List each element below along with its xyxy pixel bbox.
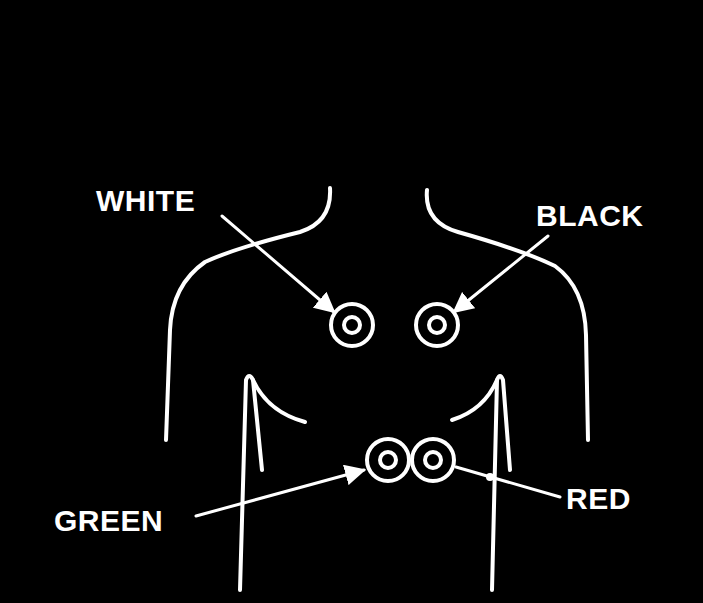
electrode-green: [367, 439, 409, 481]
leader-line-black: [454, 236, 548, 312]
electrode-white-center: [344, 317, 360, 333]
arm-line-left: [240, 376, 262, 590]
leader-dot-red: [486, 473, 494, 481]
electrode-red-center: [425, 452, 441, 468]
rib-line-left: [253, 380, 305, 422]
rib-line-right: [452, 380, 497, 420]
leader-line-green: [196, 470, 364, 516]
electrode-green-center: [380, 452, 396, 468]
electrode-black: [416, 304, 458, 346]
wire-color-label: RED: [566, 484, 631, 514]
wire-color-label: BLACK: [536, 201, 644, 231]
electrode-black-center: [429, 317, 445, 333]
leader-line-white: [222, 216, 334, 312]
wire-color-label: GREEN: [54, 506, 163, 536]
electrode-white: [331, 304, 373, 346]
wire-color-label: WHITE: [96, 186, 195, 216]
torso-outline-left: [166, 188, 330, 440]
leader-line-red: [456, 467, 560, 497]
electrode-red: [412, 439, 454, 481]
